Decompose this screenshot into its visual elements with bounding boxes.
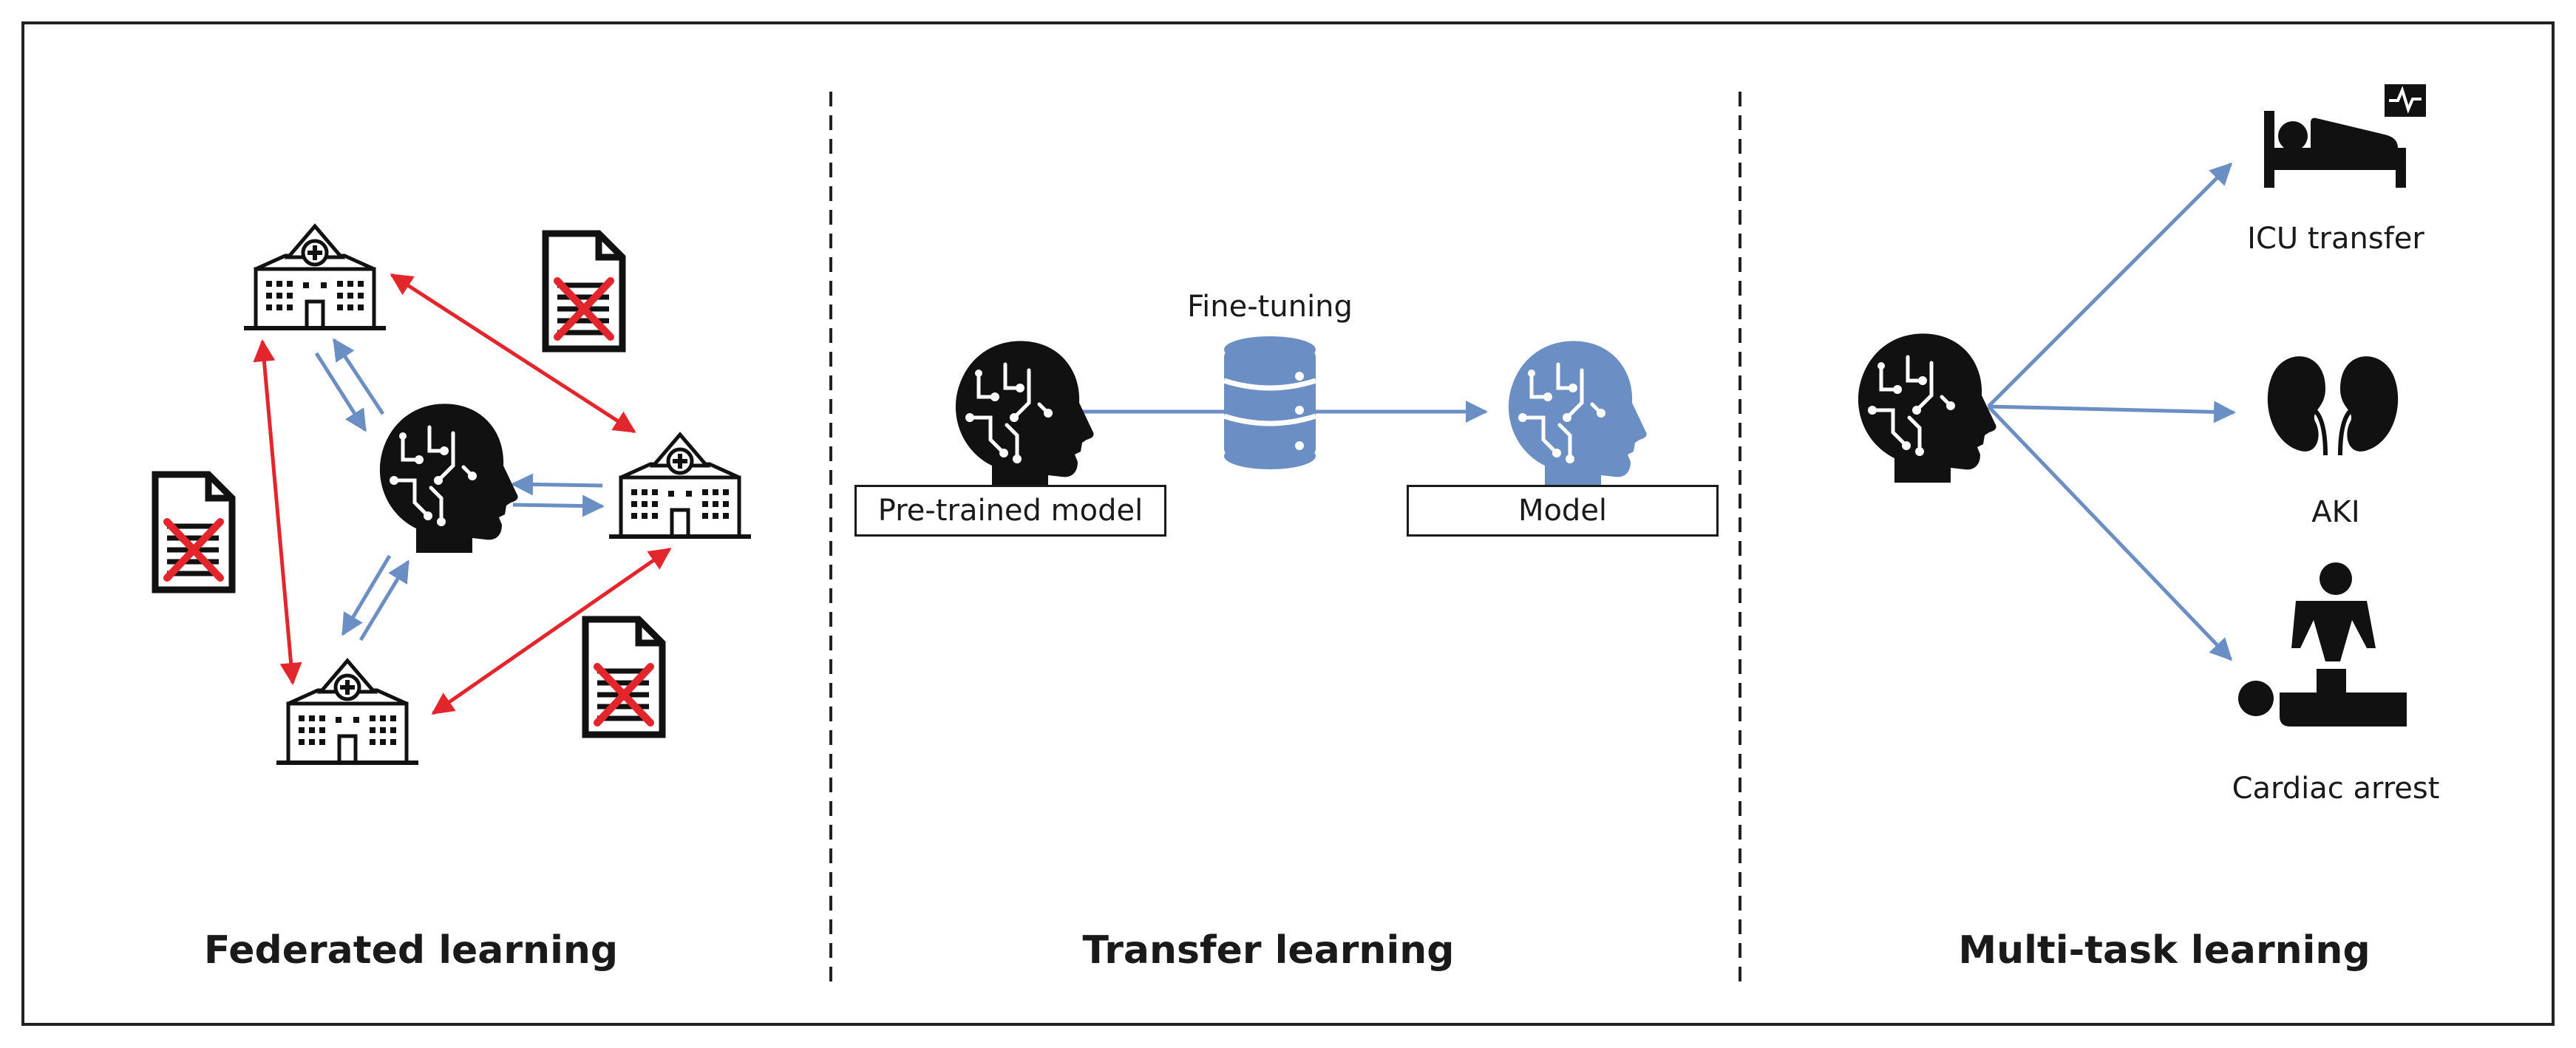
brain-head-icon <box>955 341 1094 490</box>
hospital-icon <box>276 661 418 763</box>
pretrained-model-box: Pre-trained model <box>854 485 1166 537</box>
figure-frame <box>21 21 2555 1026</box>
task-label-icu-transfer: ICU transfer <box>2247 222 2424 256</box>
transfer-diagram <box>955 336 1647 490</box>
federated-title: Federated learning <box>203 928 619 973</box>
cpr-icon <box>2238 562 2407 727</box>
document-blocked-icon <box>546 234 622 349</box>
task-label-aki: AKI <box>2311 495 2360 529</box>
hospital-icon <box>609 435 751 537</box>
icu-bed-icon <box>2264 84 2426 188</box>
federated-diagram <box>155 226 751 763</box>
transfer-title: Transfer learning <box>1082 928 1455 973</box>
fine-tuning-label: Fine-tuning <box>1187 290 1353 324</box>
task-label-cardiac-arrest: Cardiac arrest <box>2232 772 2440 806</box>
document-blocked-icon <box>585 619 662 735</box>
brain-head-icon <box>379 404 518 553</box>
multitask-title: Multi-task learning <box>1958 928 2371 973</box>
hospital-icon <box>244 226 386 328</box>
model-box: Model <box>1407 485 1719 537</box>
multitask-diagram <box>1858 84 2426 727</box>
brain-head-icon <box>1858 333 1996 483</box>
database-icon <box>1223 336 1317 469</box>
kidney-icon <box>2267 356 2399 456</box>
brain-head-icon-blue <box>1508 341 1647 490</box>
document-blocked-icon <box>155 474 232 590</box>
